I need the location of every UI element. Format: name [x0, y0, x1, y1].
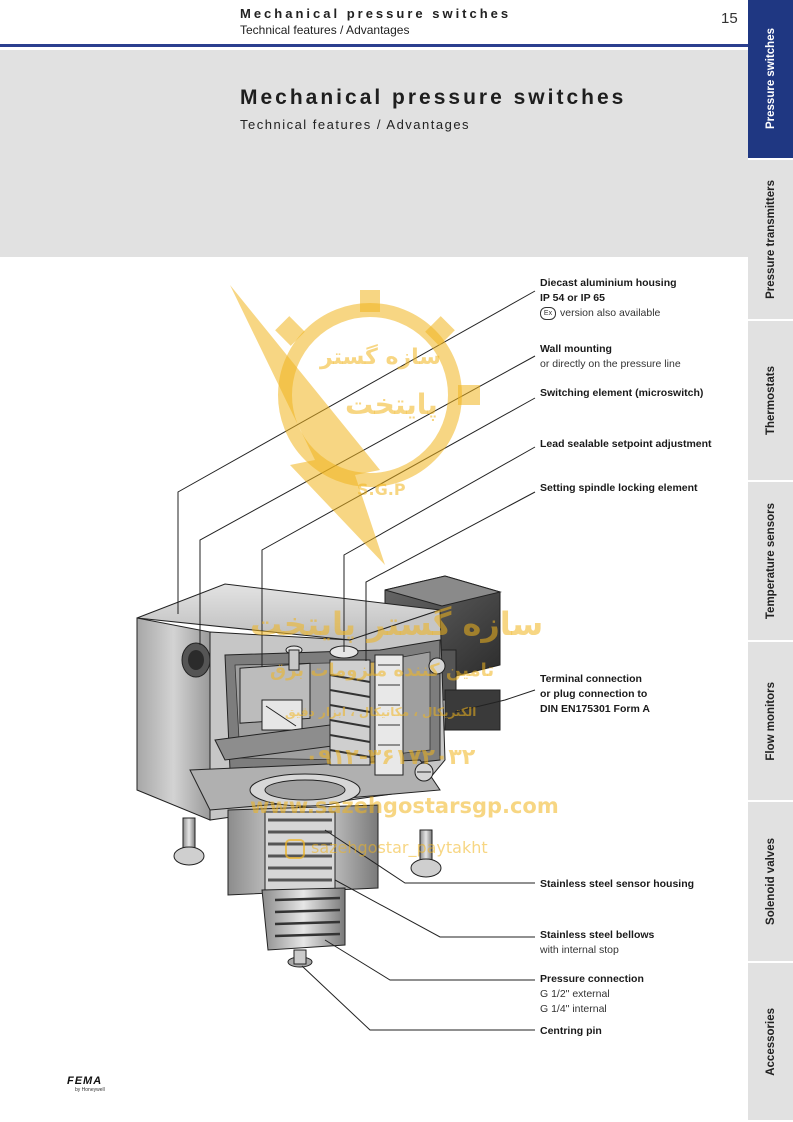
watermark-website: www.sazehgostarsgp.com [250, 794, 559, 818]
watermark-tagline: تامین کننده ملزومات برق [270, 660, 495, 681]
watermark-logo-line1: سازه گستر [320, 345, 442, 370]
tab-flow-monitors[interactable]: Flow monitors [748, 642, 793, 802]
mounting-screws [173, 817, 442, 878]
watermark-instagram-handle: sazehgostar_paytakht [311, 838, 488, 857]
tab-temperature-sensors[interactable]: Temperature sensors [748, 482, 793, 642]
tab-label: Accessories [764, 1007, 777, 1076]
callout-switching-element: Switching element (microswitch) [540, 386, 703, 401]
watermark-logo-line2: پایتخت [345, 388, 438, 421]
callout-housing-title: Diecast aluminium housing [540, 277, 677, 289]
tab-label: Temperature sensors [764, 502, 777, 620]
page-subtitle: Technical features / Advantages [240, 117, 471, 132]
callout-switching-title: Switching element (microswitch) [540, 387, 704, 399]
callout-terminal: Terminal connection or plug connection t… [540, 672, 650, 717]
callout-wall-mounting: Wall mounting or directly on the pressur… [540, 342, 681, 372]
callout-terminal-line3: DIN EN175301 Form A [540, 703, 650, 715]
tab-label: Thermostats [764, 365, 777, 436]
callout-bellows: Stainless steel bellows with internal st… [540, 928, 654, 958]
callout-housing-ex-text: version also available [560, 307, 661, 319]
setpoint-spring [285, 645, 446, 782]
callout-pressure-internal: G 1/4" internal [540, 1003, 607, 1015]
header-rule [0, 44, 748, 47]
sensor-housing [227, 804, 379, 968]
tab-label: Flow monitors [764, 681, 777, 761]
callout-setpoint: Lead sealable setpoint adjustment [540, 437, 712, 452]
watermark-logo-badge: S.G.P [357, 480, 406, 499]
callout-spindle: Setting spindle locking element [540, 481, 698, 496]
fema-logo-text: FEMA [67, 1075, 103, 1087]
callout-terminal-title: Terminal connection [540, 673, 642, 685]
tab-pressure-switches[interactable]: Pressure switches [748, 0, 793, 160]
callout-bellows-title: Stainless steel bellows [540, 929, 655, 941]
watermark-phone: ۰۹۱۲-۳۶۱۷۲۰۳۲ [305, 745, 476, 770]
tab-thermostats[interactable]: Thermostats [748, 321, 793, 482]
ex-icon: Ex [540, 306, 556, 320]
tab-label: Pressure switches [764, 28, 777, 130]
header-subtitle: Technical features / Advantages [240, 23, 410, 37]
leader-lines [177, 290, 536, 1031]
callout-setpoint-title: Lead sealable setpoint adjustment [540, 438, 712, 450]
page-title: Mechanical pressure switches [240, 86, 627, 109]
fema-logo: FEMA by Honeywell [67, 1075, 105, 1093]
header-title: Mechanical pressure switches [240, 6, 512, 21]
callout-pressure-external: G 1/2" external [540, 988, 610, 1000]
watermark-tagline2: الکتریکال ، مکانیکال ، ابزار دقیق [285, 705, 477, 719]
tab-solenoid-valves[interactable]: Solenoid valves [748, 802, 793, 963]
watermark-instagram: sazehgostar_paytakht [285, 838, 488, 859]
callout-housing-ex: Ex version also available [540, 306, 677, 321]
callout-pressure-title: Pressure connection [540, 973, 644, 985]
callout-pressure-connection: Pressure connection G 1/2" external G 1/… [540, 972, 644, 1017]
callout-spindle-title: Setting spindle locking element [540, 482, 698, 494]
callout-terminal-line2: or plug connection to [540, 688, 648, 700]
callout-sensor-housing: Stainless steel sensor housing [540, 877, 694, 892]
tab-label: Pressure transmitters [764, 180, 777, 299]
callout-sensor-title: Stainless steel sensor housing [540, 878, 695, 890]
callout-wall-desc: or directly on the pressure line [540, 358, 681, 370]
watermark-logo [230, 285, 480, 565]
callout-centring-pin: Centring pin [540, 1024, 602, 1039]
fema-logo-subtext: by Honeywell [75, 1087, 105, 1093]
callout-wall-title: Wall mounting [540, 343, 612, 355]
callout-housing: Diecast aluminium housing IP 54 or IP 65… [540, 276, 677, 321]
pressure-switch-cutaway-drawing [136, 290, 536, 1031]
watermark-company: سازه گستر پایتخت [250, 605, 544, 643]
title-panel [0, 50, 748, 257]
callout-housing-ip: IP 54 or IP 65 [540, 292, 605, 304]
tab-label: Solenoid valves [764, 838, 777, 925]
instagram-icon [285, 838, 305, 859]
tab-accessories[interactable]: Accessories [748, 963, 793, 1122]
plug-connector [384, 575, 502, 731]
category-sidebar: Pressure switches Pressure transmitters … [748, 0, 793, 1122]
page-header: Mechanical pressure switches Technical f… [0, 0, 748, 48]
callout-bellows-desc: with internal stop [540, 944, 619, 956]
callout-centring-title: Centring pin [540, 1025, 602, 1037]
page-number: 15 [721, 10, 738, 27]
tab-pressure-transmitters[interactable]: Pressure transmitters [748, 160, 793, 321]
